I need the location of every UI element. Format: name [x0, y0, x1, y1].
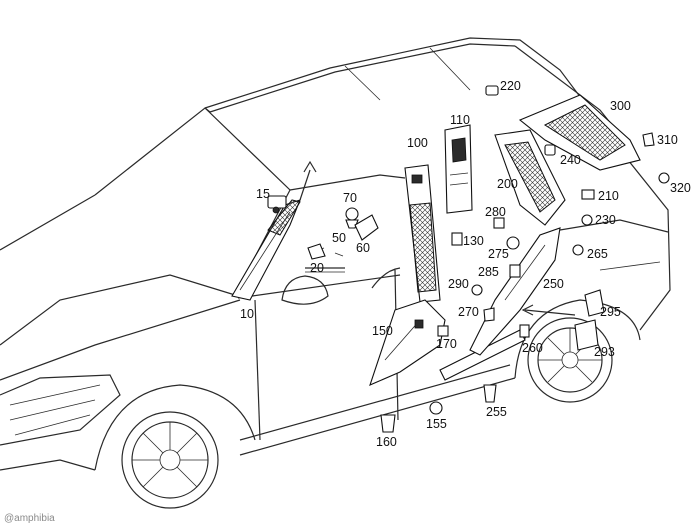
part-240 [544, 144, 556, 156]
label-260: 260 [522, 341, 543, 355]
label-250: 250 [543, 277, 564, 291]
part-280 [493, 217, 505, 229]
part-265 [572, 244, 584, 256]
part-b-pillar-trim [404, 164, 441, 303]
label-230: 230 [595, 213, 616, 227]
part-220 [485, 85, 499, 96]
label-290: 290 [448, 277, 469, 291]
label-150: 150 [372, 324, 393, 338]
label-60: 60 [356, 241, 370, 255]
part-260 [519, 324, 530, 338]
part-clip-15 [267, 195, 287, 214]
part-255 [483, 384, 497, 403]
part-275 [506, 236, 520, 250]
part-50-60 [307, 214, 379, 260]
label-200: 200 [497, 177, 518, 191]
part-200 [494, 129, 566, 226]
label-160: 160 [376, 435, 397, 449]
part-110 [444, 124, 473, 214]
label-20: 20 [310, 261, 324, 275]
part-sill-trim [439, 329, 526, 381]
label-275: 275 [488, 247, 509, 261]
label-220: 220 [500, 79, 521, 93]
watermark: @amphibia [4, 513, 55, 524]
label-255: 255 [486, 405, 507, 419]
part-293 [574, 319, 599, 351]
part-150 [369, 299, 446, 386]
part-320 [658, 172, 670, 184]
label-293: 293 [594, 345, 615, 359]
part-300 [518, 94, 641, 171]
callout-labels: 10 15 20 50 60 70 100 110 130 150 155 16… [240, 79, 691, 449]
label-50: 50 [332, 231, 346, 245]
label-280: 280 [485, 205, 506, 219]
label-320: 320 [670, 181, 691, 195]
label-265: 265 [587, 247, 608, 261]
part-285 [509, 264, 521, 278]
removal-arrow-rear [521, 304, 576, 316]
part-230 [581, 214, 593, 226]
part-310 [642, 132, 655, 147]
label-285: 285 [478, 265, 499, 279]
part-155 [429, 401, 443, 415]
label-300: 300 [610, 99, 631, 113]
label-70: 70 [343, 191, 357, 205]
part-270 [483, 307, 495, 322]
label-110: 110 [450, 113, 470, 127]
label-295: 295 [600, 305, 621, 319]
label-170: 170 [436, 337, 457, 351]
part-250 [469, 227, 561, 356]
label-100: 100 [407, 136, 428, 150]
label-240: 240 [560, 153, 581, 167]
label-15: 15 [256, 187, 270, 201]
label-310: 310 [657, 133, 678, 147]
part-a-pillar-trim [231, 199, 301, 301]
part-130 [451, 232, 463, 246]
part-210 [581, 189, 595, 200]
part-170 [437, 325, 449, 337]
label-210: 210 [598, 189, 619, 203]
part-20 [305, 267, 345, 273]
label-270: 270 [458, 305, 479, 319]
part-295 [584, 289, 605, 317]
part-290 [471, 284, 483, 296]
part-160 [380, 414, 396, 433]
label-155: 155 [426, 417, 447, 431]
label-130: 130 [463, 234, 484, 248]
removal-arrow-a-pillar [299, 160, 317, 201]
label-10: 10 [240, 307, 254, 321]
